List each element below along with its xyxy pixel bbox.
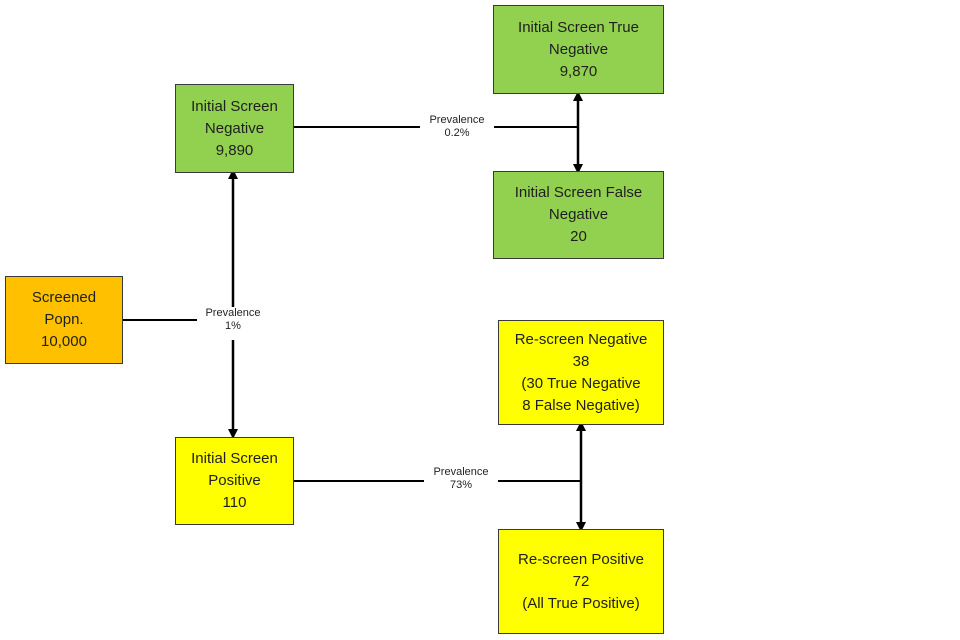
edge-label-positive-prevalence: Prevalence 73% [424, 466, 498, 492]
node-line: 72 [572, 572, 590, 590]
edge-label-value: 1% [225, 320, 241, 332]
node-line: Negative [204, 119, 265, 137]
node-line: Negative [548, 40, 609, 58]
node-line: Negative [548, 206, 609, 223]
edge-label-value: 0.2% [444, 127, 470, 139]
node-line: 110 [222, 494, 247, 511]
edge-label-title: Prevalence [205, 307, 261, 319]
node-line: 38 [572, 352, 590, 370]
node-line: 20 [570, 228, 587, 245]
node-rescreen-positive: Re-screen Positive 72 (All True Positive… [498, 529, 664, 634]
edge-label-title: Prevalence [429, 114, 485, 126]
node-initial-screen-true-negative: Initial Screen True Negative 9,870 [493, 5, 664, 94]
node-line: 9,890 [215, 141, 254, 159]
node-line: Re-screen Negative [514, 330, 648, 348]
node-line: Initial Screen True [518, 18, 639, 36]
node-line: Positive [208, 472, 261, 489]
edge-label-value: 73% [449, 479, 473, 491]
node-line: Initial Screen False [514, 184, 643, 201]
node-line: 9,870 [559, 62, 598, 80]
node-line: Re-screen Positive [518, 550, 644, 568]
node-rescreen-negative: Re-screen Negative 38 (30 True Negative … [498, 320, 664, 425]
node-line: 10,000 [41, 333, 87, 350]
edge-label-negative-prevalence: Prevalence 0.2% [420, 114, 494, 140]
edge-label-screened-prevalence: Prevalence 1% [197, 307, 269, 333]
node-line: Screened [31, 289, 97, 306]
edge-label-title: Prevalence [433, 466, 489, 478]
node-line: Initial Screen [191, 97, 278, 115]
node-line: 8 False Negative) [522, 396, 640, 414]
node-line: (30 True Negative [521, 374, 641, 392]
node-initial-screen-negative: Initial Screen Negative 9,890 [175, 84, 294, 173]
node-screened-population: Screened Popn. 10,000 [5, 276, 123, 364]
node-line: (All True Positive) [522, 594, 640, 612]
node-line: Popn. [44, 311, 84, 328]
node-initial-screen-positive: Initial Screen Positive 110 [175, 437, 294, 525]
node-initial-screen-false-negative: Initial Screen False Negative 20 [493, 171, 664, 259]
node-line: Initial Screen [191, 450, 278, 467]
